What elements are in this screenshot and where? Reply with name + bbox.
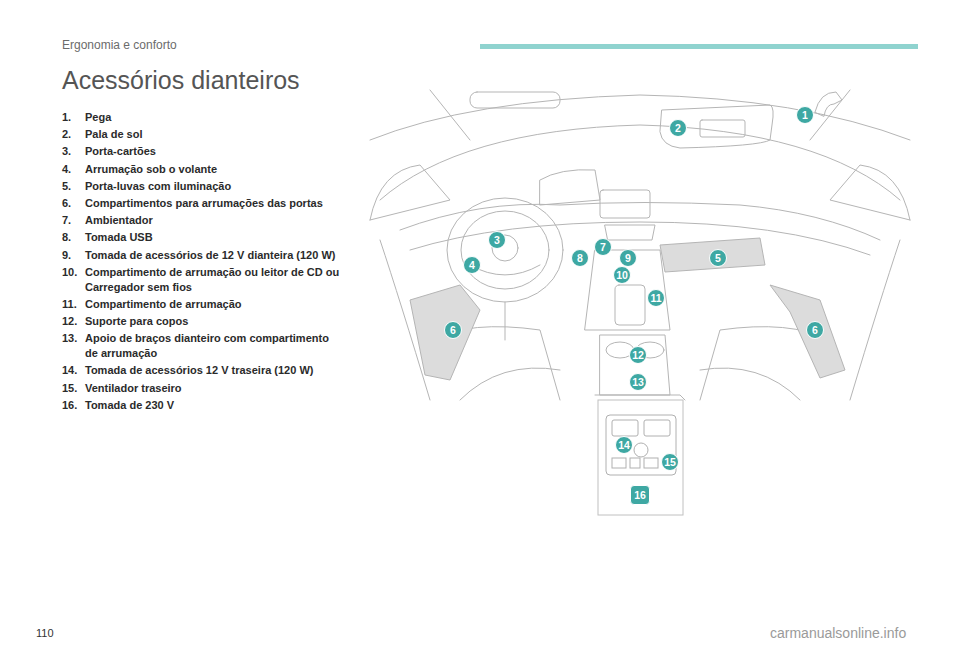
part-name: Tomada de acessórios 12 V traseira (120 … [85, 363, 342, 378]
list-row: 14.Tomada de acessórios 12 V traseira (1… [62, 363, 342, 378]
item-number: 2. [62, 127, 85, 142]
callout-number: 8 [571, 249, 589, 267]
watermark: carmanualsonline.info [770, 625, 906, 641]
item-number: 5. [62, 179, 85, 194]
list-row: 8.Tomada USB [62, 230, 342, 245]
list-row: 7.Ambientador [62, 213, 342, 228]
item-number: 4. [62, 162, 85, 177]
callout-number: 7 [594, 238, 612, 256]
parts-list: 1.Pega2.Pala de sol3.Porta-cartões4.Arru… [62, 110, 342, 415]
item-number: 7. [62, 213, 85, 228]
callout-number: 16 [630, 485, 650, 505]
item-number: 3. [62, 144, 85, 159]
list-row: 13.Apoio de braços dianteiro com compart… [62, 331, 342, 361]
part-name: Pega [85, 110, 342, 125]
callout-number: 4 [463, 256, 481, 274]
list-row: 1.Pega [62, 110, 342, 125]
part-name: Ventilador traseiro [85, 381, 342, 396]
part-name: Arrumação sob o volante [85, 162, 342, 177]
part-name: Suporte para copos [85, 314, 342, 329]
item-number: 10. [62, 265, 85, 295]
item-number: 14. [62, 363, 85, 378]
part-name: Tomada de 230 V [85, 398, 342, 413]
callout-number: 6 [806, 321, 824, 339]
item-number: 11. [62, 297, 85, 312]
part-name: Apoio de braços dianteiro com compartime… [85, 331, 342, 361]
part-name: Tomada USB [85, 230, 342, 245]
list-row: 12.Suporte para copos [62, 314, 342, 329]
item-number: 13. [62, 331, 85, 361]
part-name: Porta-luvas com iluminação [85, 179, 342, 194]
item-number: 1. [62, 110, 85, 125]
callout-number: 3 [488, 231, 506, 249]
callout-number: 9 [619, 249, 637, 267]
callout-number: 5 [709, 249, 727, 267]
part-name: Compartimento de arrumação [85, 297, 342, 312]
callout-number: 10 [613, 266, 631, 284]
list-row: 9.Tomada de acessórios de 12 V dianteira… [62, 248, 342, 263]
list-row: 3.Porta-cartões [62, 144, 342, 159]
callout-number: 13 [629, 373, 647, 391]
list-row: 5.Porta-luvas com iluminação [62, 179, 342, 194]
part-name: Pala de sol [85, 127, 342, 142]
page-title: Acessórios dianteiros [62, 66, 300, 95]
callout-number: 6 [444, 321, 462, 339]
list-row: 11.Compartimento de arrumação [62, 297, 342, 312]
callout-number: 12 [629, 346, 647, 364]
item-number: 12. [62, 314, 85, 329]
part-name: Porta-cartões [85, 144, 342, 159]
callout-number: 15 [661, 453, 679, 471]
list-row: 10.Compartimento de arrumação ou leitor … [62, 265, 342, 295]
list-row: 4.Arrumação sob o volante [62, 162, 342, 177]
page-number: 110 [36, 627, 54, 639]
part-name: Compartimento de arrumação ou leitor de … [85, 265, 342, 295]
part-name: Compartimentos para arrumações das porta… [85, 196, 342, 211]
section-header: Ergonomia e conforto [62, 38, 177, 52]
callout-number: 11 [647, 289, 665, 307]
item-number: 16. [62, 398, 85, 413]
header-bar [480, 44, 918, 49]
callout-number: 2 [669, 119, 687, 137]
callout-number: 1 [796, 106, 814, 124]
list-row: 2.Pala de sol [62, 127, 342, 142]
list-row: 6.Compartimentos para arrumações das por… [62, 196, 342, 211]
part-name: Ambientador [85, 213, 342, 228]
item-number: 15. [62, 381, 85, 396]
list-row: 15.Ventilador traseiro [62, 381, 342, 396]
item-number: 8. [62, 230, 85, 245]
callout-number: 14 [615, 436, 633, 454]
item-number: 6. [62, 196, 85, 211]
part-name: Tomada de acessórios de 12 V dianteira (… [85, 248, 342, 263]
list-row: 16.Tomada de 230 V [62, 398, 342, 413]
item-number: 9. [62, 248, 85, 263]
